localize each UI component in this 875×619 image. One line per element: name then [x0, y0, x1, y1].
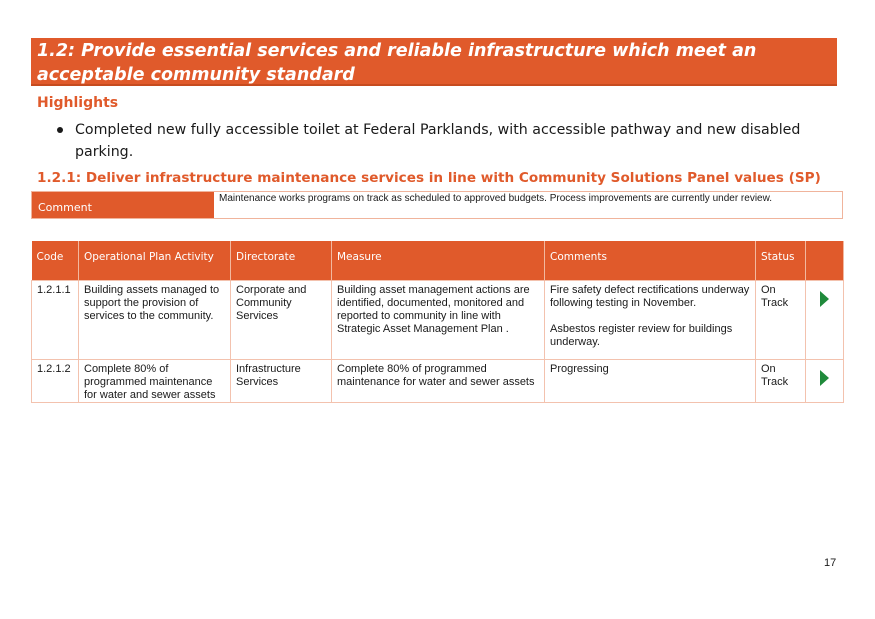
cell-code: 1.2.1.1 [31, 280, 79, 360]
comment-text: Maintenance works programs on track as s… [219, 193, 773, 204]
table-header-row: Code Operational Plan Activity Directora… [31, 241, 844, 281]
cell-comments: Progressing [544, 359, 756, 403]
header-comments: Comments [544, 241, 756, 281]
header-code: Code [31, 241, 79, 281]
header-directorate: Directorate [230, 241, 332, 281]
cell-status: On Track [755, 359, 806, 403]
comment-label: Comment [32, 192, 214, 218]
cell-directorate: Corporate and Community Services [230, 280, 332, 360]
cell-activity: Building assets managed to support the p… [78, 280, 231, 360]
comment-line: Progressing [550, 363, 609, 375]
cell-status-icon [805, 280, 844, 360]
section-title-bar: 1.2: Provide essential services and reli… [31, 38, 837, 86]
header-activity: Operational Plan Activity [78, 241, 231, 281]
comment-line: Asbestos register review for buildings u… [550, 323, 733, 348]
comment-box: Comment Maintenance works programs on tr… [31, 191, 843, 219]
cell-status: On Track [755, 280, 806, 360]
cell-comments: Fire safety defect rectifications underw… [544, 280, 756, 360]
table-row: 1.2.1.1 Building assets managed to suppo… [31, 280, 844, 360]
page-number: 17 [824, 557, 837, 569]
comment-line: Fire safety defect rectifications underw… [550, 284, 750, 309]
highlight-text: Completed new fully accessible toilet at… [75, 122, 801, 160]
comment-spacer [550, 310, 750, 323]
cell-directorate: Infrastructure Services [230, 359, 332, 403]
header-status: Status [755, 241, 806, 281]
header-status-icon [805, 241, 844, 281]
highlight-item: Completed new fully accessible toilet at… [57, 119, 827, 163]
operational-plan-table: Code Operational Plan Activity Directora… [31, 241, 844, 403]
subsection-heading: 1.2.1: Deliver infrastructure maintenanc… [37, 170, 821, 186]
status-arrow-icon [820, 370, 829, 386]
cell-activity: Complete 80% of programmed maintenance f… [78, 359, 231, 403]
table-row: 1.2.1.2 Complete 80% of programmed maint… [31, 359, 844, 403]
highlights-heading: Highlights [37, 95, 119, 111]
bullet-icon [57, 127, 63, 133]
section-title: 1.2: Provide essential services and reli… [37, 41, 757, 85]
cell-measure: Complete 80% of programmed maintenance f… [331, 359, 545, 403]
status-arrow-icon [820, 291, 829, 307]
cell-status-icon [805, 359, 844, 403]
header-measure: Measure [331, 241, 545, 281]
cell-code: 1.2.1.2 [31, 359, 79, 403]
cell-measure: Building asset management actions are id… [331, 280, 545, 360]
